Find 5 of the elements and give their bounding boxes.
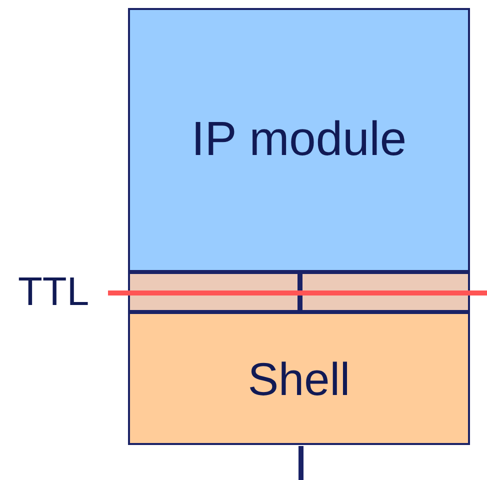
layer-label: TTL	[18, 272, 90, 312]
module-box	[128, 8, 470, 272]
module-label: IP module	[191, 116, 407, 164]
module-label: Shell	[248, 356, 350, 402]
module-box	[128, 312, 470, 445]
